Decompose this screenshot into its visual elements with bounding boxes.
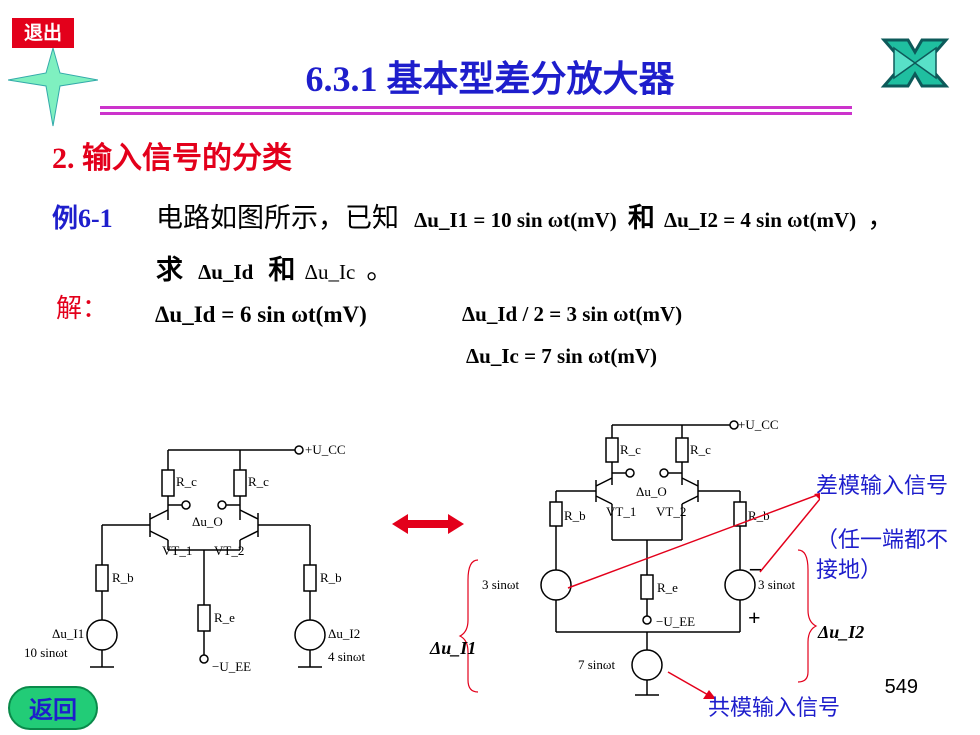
page-title: 6.3.1 基本型差分放大器 [305, 59, 675, 99]
comma: ， [867, 203, 895, 234]
right-rc1-label: R_c [620, 442, 641, 457]
right-vt1-label: VT_1 [606, 504, 636, 519]
diff-mode-label: 差模输入信号 [816, 474, 949, 499]
left-rc2-label: R_c [248, 474, 269, 489]
brace-label-ui2: Δu_I2 [818, 622, 865, 642]
back-button[interactable]: 返回 [8, 686, 98, 730]
equation-ui1: Δu_I1 = 10 sin ωt(mV) [414, 208, 617, 232]
left-vcc-label: +U_CC [305, 442, 346, 457]
right-common-src: 7 sinωt [578, 657, 615, 672]
left-rb1-label: R_b [112, 570, 134, 585]
navigation-cross-icon[interactable] [878, 36, 952, 90]
equation-ui2: Δu_I2 = 4 sin ωt(mV) [663, 208, 857, 232]
left-vt2-label: VT_2 [214, 543, 244, 558]
equation-common: Δu_Ic = 7 sin ωt(mV) [466, 344, 657, 368]
example-question: 求 Δu_Id 和 Δu_Ic 。 [156, 248, 393, 287]
left-vee-label: −U_EE [212, 659, 251, 674]
ask-word: 求 [156, 255, 183, 286]
left-rc1-label: R_c [176, 474, 197, 489]
diff-mode-note-2: 接地） [816, 558, 883, 583]
example-label: 例6-1 [52, 204, 113, 233]
right-circuit-diagram: +U_CC R_c R_c Δu_O VT_1 VT_2 R_b R_b R_e… [458, 417, 820, 699]
page-number: 549 [884, 676, 918, 698]
example-intro: 电路如图所示，已知 [156, 203, 399, 234]
left-vt1-label: VT_1 [162, 543, 192, 558]
right-uo-label: Δu_O [636, 484, 667, 499]
right-re-label: R_e [657, 580, 678, 595]
left-rb2-label: R_b [320, 570, 342, 585]
target-uic: Δu_Ic [304, 260, 356, 284]
example-text: 电路如图所示，已知 Δu_I1 = 10 sin ωt(mV) 和 Δu_I2 … [156, 196, 894, 235]
and-word-1: 和 [627, 203, 655, 234]
left-src2-value: 4 sinωt [328, 649, 365, 664]
right-rc2-label: R_c [690, 442, 711, 457]
star-decoration-icon [8, 48, 98, 127]
equation-half: Δu_Id / 2 = 3 sin ωt(mV) [462, 302, 683, 326]
left-re-label: R_e [214, 610, 235, 625]
plus-sign: + [748, 605, 761, 630]
exit-button[interactable]: 退出 [12, 18, 74, 48]
right-vee-label: −U_EE [656, 614, 695, 629]
right-rb1-label: R_b [564, 508, 586, 523]
common-mode-label: 共模输入信号 [708, 696, 841, 721]
title-rule-top [100, 106, 852, 109]
brace-label-ui1: Δu_I1 [430, 638, 477, 658]
right-rb2-label: R_b [748, 508, 770, 523]
equation-diff: Δu_Id = 6 sin ωt(mV) [155, 302, 367, 327]
diff-mode-note-1: （任一端都不 [816, 528, 949, 553]
double-arrow-icon [392, 514, 464, 534]
right-vt2-label: VT_2 [656, 504, 686, 519]
section-heading: 2. 输入信号的分类 [52, 142, 292, 175]
title-rule-bottom [100, 112, 852, 115]
left-circuit-diagram: +U_CC R_c R_c Δu_O VT_1 VT_2 R_b R_b R_e… [24, 442, 365, 674]
period: 。 [366, 255, 394, 286]
minus-sign: – [749, 555, 762, 580]
right-vcc-label: +U_CC [738, 417, 779, 432]
left-src1-name: Δu_I1 [52, 626, 84, 641]
right-diff-src-right: 3 sinωt [758, 577, 795, 592]
left-uo-label: Δu_O [192, 514, 223, 529]
target-uid: Δu_Id [198, 260, 254, 284]
left-src2-name: Δu_I2 [328, 626, 360, 641]
and-word-2: 和 [268, 255, 296, 286]
left-src1-value: 10 sinωt [24, 645, 68, 660]
solution-label: 解： [56, 294, 109, 324]
right-diff-src-left: 3 sinωt [482, 577, 519, 592]
